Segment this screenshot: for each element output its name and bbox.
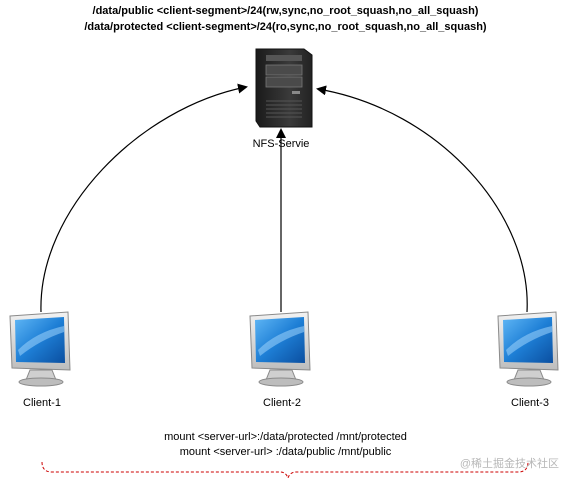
connector-client-1: [40, 83, 248, 313]
client-3-label: Client-3: [511, 397, 549, 409]
connector-client-3: [316, 85, 528, 313]
desktop-monitor-icon-client-1: [9, 311, 71, 387]
watermark: @稀土掘金技术社区: [459, 458, 559, 470]
mount-command-protected: mount <server-url>:/data/protected /mnt/…: [164, 431, 407, 443]
server-tower-icon: [255, 48, 313, 128]
export-line-protected: /data/protected <client-segment>/24(ro,s…: [84, 21, 487, 33]
client-2-label: Client-2: [263, 397, 301, 409]
desktop-monitor-icon-client-3: [497, 311, 559, 387]
export-line-public: /data/public <client-segment>/24(rw,sync…: [92, 5, 479, 17]
client-1-label: Client-1: [23, 397, 61, 409]
mount-command-public: mount <server-url> :/data/public /mnt/pu…: [179, 446, 392, 458]
mount-bracket: [41, 461, 529, 480]
desktop-monitor-icon-client-2: [249, 311, 311, 387]
server-label: NFS-Servie: [252, 138, 310, 150]
